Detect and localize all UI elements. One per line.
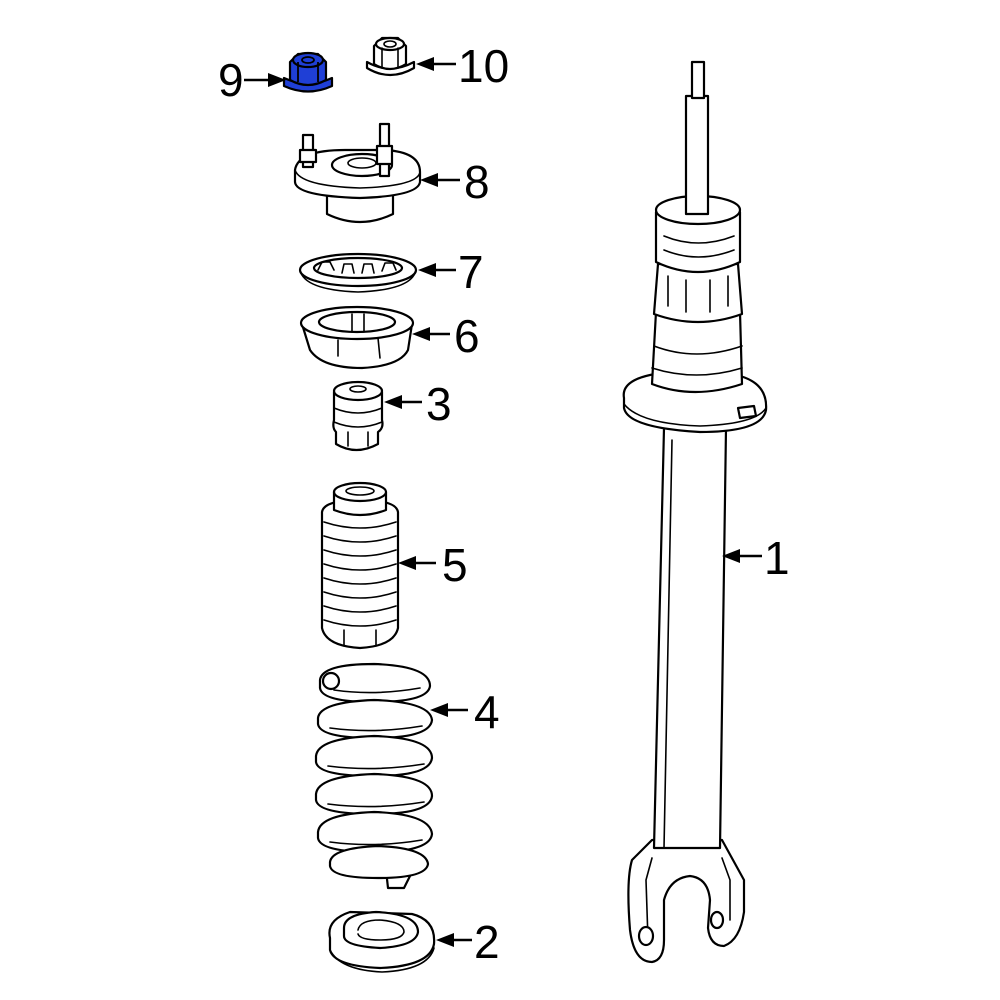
part-5-boot-pleats [323,521,397,627]
callout-5-label: 5 [442,539,468,591]
callout-6-arrow-head [412,327,430,341]
part-1-damper-ring-b [651,367,743,376]
part-3-stop-body [332,390,384,452]
part-8-strut-mount[interactable] [293,122,422,224]
callout-8[interactable]: 8 [420,156,490,208]
part-7-ring-teeth [317,261,397,274]
part-1-damper-body [650,310,744,394]
part-6-seat-notch-a [351,313,365,333]
callout-9-label: 9 [218,54,244,106]
callout-10-arrow-head [416,57,434,71]
part-1-perch-tab [736,404,758,420]
part-5-boot-foot-slots [343,629,377,647]
part-8-stud-left-base [298,148,318,164]
part-7-ring-inner [312,256,404,280]
part-6-seat-opening [317,310,397,334]
callout-6[interactable]: 6 [412,310,480,362]
part-3-stop-rib-a [333,407,383,414]
part-5-boot-top-hole [345,486,375,496]
part-4-coil-spring[interactable] [314,662,434,890]
callout-4-arrow-head [430,703,448,717]
callout-3-label: 3 [426,378,452,430]
part-1-piston-rod [684,94,710,216]
part-3-bump-stop[interactable] [332,380,384,452]
part-5-dust-boot[interactable] [320,481,400,650]
callout-2[interactable]: 2 [436,916,500,968]
part-1-damper-ring-a [653,345,743,355]
part-1-bracket-inner [645,857,731,941]
part-10-nut-bore [383,40,397,48]
callout-8-arrow-head [420,173,438,187]
callout-7[interactable]: 7 [418,246,484,298]
part-3-stop-hole [349,385,367,393]
callout-9[interactable]: 9 [218,54,286,106]
part-10-nut[interactable] [365,36,416,77]
callout-3[interactable]: 3 [384,378,452,430]
callout-6-label: 6 [454,310,480,362]
callout-10-label: 10 [458,40,509,92]
callout-5-arrow-head [398,556,416,570]
part-8-mount-rim [294,169,421,189]
part-9-nut-bore [301,56,315,64]
part-9-nut-top [291,51,325,69]
part-1-cap-ribs [663,235,735,258]
callout-2-label: 2 [474,916,500,968]
callout-5[interactable]: 5 [398,539,468,591]
part-2-pad-top [342,910,420,950]
part-6-seat-notch-b [337,337,381,359]
part-1-strut-assembly[interactable] [622,60,768,964]
part-4-spring-end [321,671,341,691]
part-2-lower-spring-pad[interactable] [328,910,436,973]
callout-4[interactable]: 4 [430,686,500,738]
callout-8-label: 8 [464,156,490,208]
part-8-stud-right-base [375,144,394,166]
part-7-bearing-ring[interactable] [298,252,418,293]
callout-7-arrow-head [418,263,436,277]
part-1-top-cap [654,210,742,274]
part-7-ring-edge [299,269,417,293]
callout-10[interactable]: 10 [416,40,509,92]
part-6-spring-seat[interactable] [299,305,415,370]
callout-4-label: 4 [474,686,500,738]
callout-1[interactable]: 1 [722,532,790,584]
callout-1-arrow-head [722,549,740,563]
part-4-spring-coils [314,662,434,880]
part-1-lower-bracket [627,838,746,964]
callout-9-arrow-head [268,73,286,87]
part-2-pad-recess [357,919,405,941]
part-1-collar-slots [667,275,729,313]
callout-2-arrow-head [436,933,454,947]
part-1-bracket-hole-left [637,925,655,947]
callout-3-arrow-head [384,395,402,409]
part-5-boot-top [332,481,388,503]
part-3-stop-rib-b [333,421,383,428]
part-4-spring-inner-lines [327,687,425,846]
callout-1-label: 1 [764,532,790,584]
part-10-nut-top [374,36,406,52]
part-2-pad-rim [329,947,435,973]
part-1-upper-collar [652,262,744,324]
part-1-tube-edge [663,439,673,849]
part-3-stop-slots [347,431,369,447]
callout-7-label: 7 [458,246,484,298]
part-3-stop-top [332,380,384,402]
part-9-nut[interactable] [282,51,334,93]
part-1-bracket-hole-right [709,910,725,930]
part-1-rod-tip [690,60,706,100]
